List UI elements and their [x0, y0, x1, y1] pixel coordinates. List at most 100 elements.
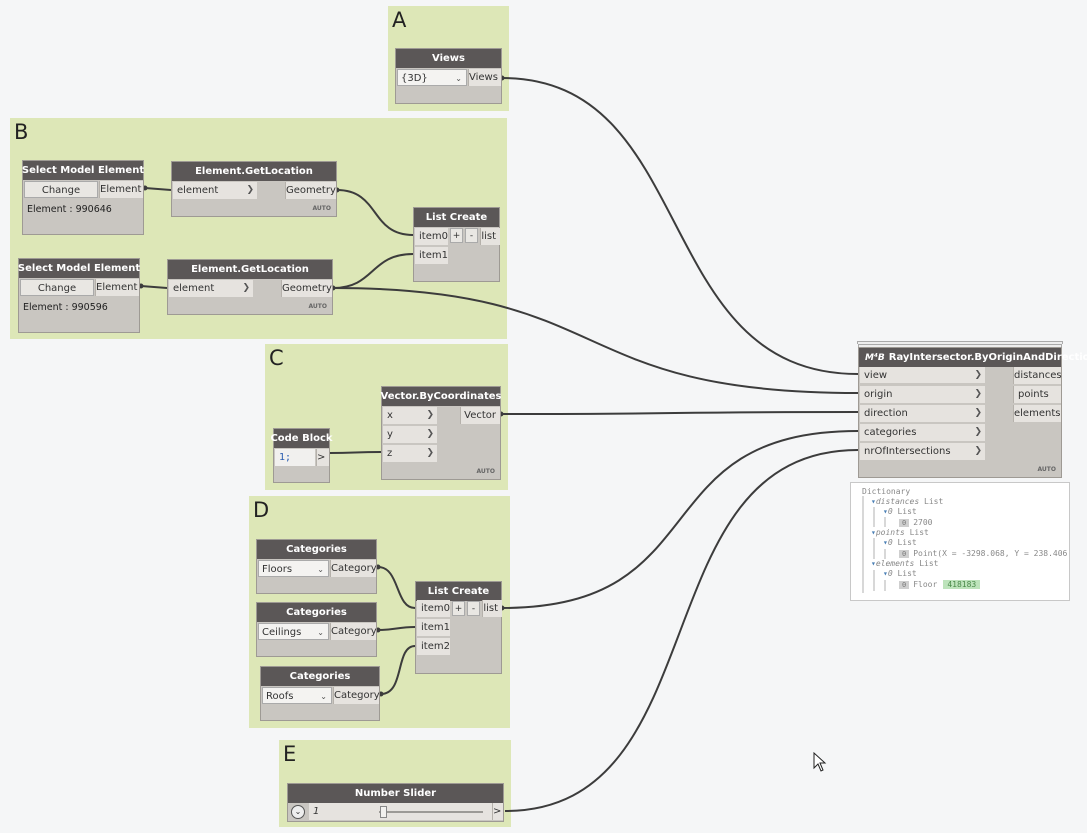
node-title: Select Model Element [22, 161, 144, 180]
categories-node[interactable]: Categories Ceilings ⌄ Category [256, 602, 377, 657]
output-port-list[interactable]: list [480, 228, 500, 245]
index-badge: 0 [899, 581, 910, 589]
change-button[interactable]: Change [24, 181, 98, 198]
input-port-nrofintersections[interactable]: nrOfIntersections ❯ [860, 443, 985, 460]
output-port-list[interactable]: list [482, 600, 502, 617]
preview-elements-row[interactable]: ▾elements List [871, 559, 938, 568]
node-title: Vector.ByCoordinates [381, 387, 502, 406]
input-port-y[interactable]: y ❯ [383, 426, 437, 443]
element-getlocation-node[interactable]: Element.GetLocation element ❯ Geometry A… [167, 259, 333, 315]
wire-codeblock-to-z[interactable] [329, 451, 382, 454]
input-port-z[interactable]: z ❯ [383, 445, 437, 462]
remove-input-button[interactable]: - [467, 601, 480, 616]
input-port-item0[interactable]: item0 [415, 228, 448, 245]
input-port-view[interactable]: view ❯ [860, 367, 985, 384]
element-id-link[interactable]: 418183 [943, 580, 981, 589]
select-model-element-node[interactable]: Select Model Element Change Element Elem… [18, 258, 140, 333]
wire-cat1-to-item0[interactable] [377, 566, 416, 609]
node-title: Views [396, 49, 501, 68]
wire-vector-to-direction[interactable] [500, 411, 859, 415]
output-port-category[interactable]: Category [333, 687, 380, 704]
wire-views-to-view[interactable] [501, 77, 859, 375]
output-port-element[interactable]: Element [95, 279, 139, 296]
port-label: nrOfIntersections [864, 446, 951, 457]
output-port[interactable]: > [492, 803, 503, 820]
preview-elements-list[interactable]: ▾0 List [883, 569, 917, 578]
input-port-direction[interactable]: direction ❯ [860, 405, 985, 422]
number-slider-node[interactable]: Number Slider ⌄ 1 > [287, 783, 504, 822]
list-create-node[interactable]: List Create item0 + - list item1 [413, 207, 500, 282]
category-dropdown[interactable]: Floors ⌄ [258, 560, 329, 577]
preview-distances-list[interactable]: ▾0 List [883, 507, 917, 516]
output-port-geometry[interactable]: Geometry [281, 280, 332, 297]
output-port-category[interactable]: Category [330, 623, 377, 640]
preview-points-row[interactable]: ▾points List [871, 528, 929, 537]
node-title: Categories [257, 540, 376, 559]
group-label: D [253, 498, 270, 522]
output-port-vector[interactable]: Vector [460, 407, 500, 424]
code-block-node[interactable]: Code Block 1; > [270, 428, 333, 483]
output-port-element[interactable]: Element [99, 181, 143, 198]
element-getlocation-node[interactable]: Element.GetLocation element ❯ Geometry A… [171, 161, 337, 217]
vector-bycoordinates-node[interactable]: Vector.ByCoordinates x ❯ Vector y ❯ z ❯ … [381, 386, 502, 480]
wire-element2[interactable] [140, 285, 168, 289]
tree-lines [862, 496, 886, 593]
input-port-origin[interactable]: origin ❯ [860, 386, 985, 403]
remove-input-button[interactable]: - [465, 228, 478, 243]
input-port-x[interactable]: x ❯ [383, 407, 437, 424]
wire-cat3-to-item2[interactable] [380, 645, 416, 695]
output-port-geometry[interactable]: Geometry [285, 182, 336, 199]
output-port-points[interactable]: points [1013, 386, 1061, 403]
categories-node[interactable]: Categories Floors ⌄ Category [256, 539, 377, 594]
slider-value-field[interactable]: 1 [309, 803, 492, 820]
wire-list-to-categories[interactable] [501, 430, 859, 609]
input-port-item2[interactable]: item2 [417, 638, 450, 655]
add-input-button[interactable]: + [450, 228, 463, 243]
slider-thumb[interactable] [380, 806, 387, 818]
preview-points-list[interactable]: ▾0 List [883, 538, 917, 547]
category-dropdown[interactable]: Ceilings ⌄ [258, 623, 329, 640]
wire-geometry2-to-origin[interactable] [332, 287, 859, 394]
view-dropdown[interactable]: {3D} ⌄ [397, 69, 467, 86]
output-port-elements[interactable]: elements [1013, 405, 1061, 422]
views-node[interactable]: Views {3D} ⌄ Views [395, 48, 502, 104]
input-port-categories[interactable]: categories ❯ [860, 424, 985, 441]
category-dropdown[interactable]: Roofs ⌄ [262, 687, 332, 704]
output-port-category[interactable]: Category [330, 560, 377, 577]
add-input-button[interactable]: + [452, 601, 465, 616]
chevron-down-icon: ⌄ [455, 74, 462, 83]
list-create-node[interactable]: List Create item0 + - list item1 item2 [415, 581, 502, 674]
input-port-item1[interactable]: item1 [415, 247, 448, 264]
wire-geometry1-to-item0[interactable] [336, 189, 414, 236]
preview-distances-row[interactable]: ▾distances List [871, 497, 943, 506]
slider-track[interactable] [379, 811, 483, 813]
index-label: 0 [887, 538, 893, 547]
input-port-element[interactable]: element ❯ [173, 182, 257, 199]
wire-element1[interactable] [144, 187, 172, 191]
element-type: Floor [913, 580, 938, 589]
wire-geometry2-to-item1[interactable] [332, 253, 414, 289]
code-editor[interactable]: 1; [275, 449, 315, 466]
chevron-right-icon: ❯ [974, 370, 982, 380]
node-title: List Create [416, 582, 501, 601]
output-port-views[interactable]: Views [468, 69, 501, 86]
select-model-element-node[interactable]: Select Model Element Change Element Elem… [22, 160, 144, 235]
output-port-distances[interactable]: distances [1013, 367, 1062, 384]
dropdown-value: Roofs [266, 691, 294, 702]
input-port-item0[interactable]: item0 [417, 600, 450, 617]
expand-slider-button[interactable]: ⌄ [291, 805, 305, 819]
output-port[interactable]: > [316, 449, 329, 466]
wire-cat2-to-item1[interactable] [377, 626, 416, 631]
dropdown-value: {3D} [401, 73, 428, 84]
input-port-element[interactable]: element ❯ [169, 280, 253, 297]
categories-node[interactable]: Categories Roofs ⌄ Category [260, 666, 380, 721]
type-label: List [919, 559, 939, 568]
type-label: List [897, 538, 917, 547]
input-port-item1[interactable]: item1 [417, 619, 450, 636]
change-button[interactable]: Change [20, 279, 94, 296]
collapse-icon: ▾ [883, 538, 888, 547]
rayintersector-node[interactable]: M⁴B RayIntersector.ByOriginAndDirection … [858, 347, 1087, 478]
wire-slider-to-nr[interactable] [504, 449, 859, 812]
